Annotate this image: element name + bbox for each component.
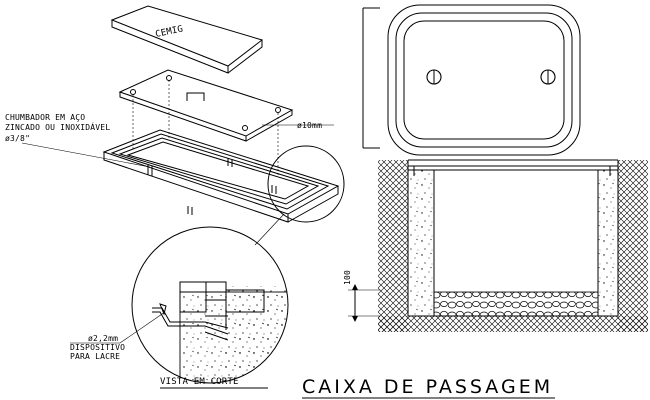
anchor-dimension: ø3/8" (5, 134, 30, 143)
section-detail (131, 226, 289, 384)
detail-callout (267, 145, 345, 223)
anchor-label-line1: CHUMBADOR EM AÇO (5, 113, 85, 122)
wire-dimension: ø2,2mm (88, 334, 118, 343)
brand-label: CEMIG (155, 24, 185, 40)
drawing-title: CAIXA DE PASSAGEM (302, 376, 553, 398)
rod-dimension: ø10mm (297, 121, 322, 130)
callout-leader (254, 213, 285, 246)
device-leader (70, 311, 166, 344)
section-view-caption: VISTA EM CORTE (160, 377, 239, 387)
device-label-line2: PARA LACRE (70, 352, 120, 361)
frame (102, 129, 340, 223)
depth-dimension (348, 284, 380, 322)
anchor-label-line2: ZINCADO OU INOXIDÁVEL (5, 121, 110, 132)
device-label-line1: DISPOSITIVO (70, 343, 125, 352)
plan-view (362, 4, 581, 156)
depth-label: 100 (343, 270, 352, 285)
box-section (378, 159, 648, 332)
perforated-lid (110, 5, 264, 74)
cover-plate (118, 69, 294, 142)
anchor-leader (21, 142, 151, 168)
